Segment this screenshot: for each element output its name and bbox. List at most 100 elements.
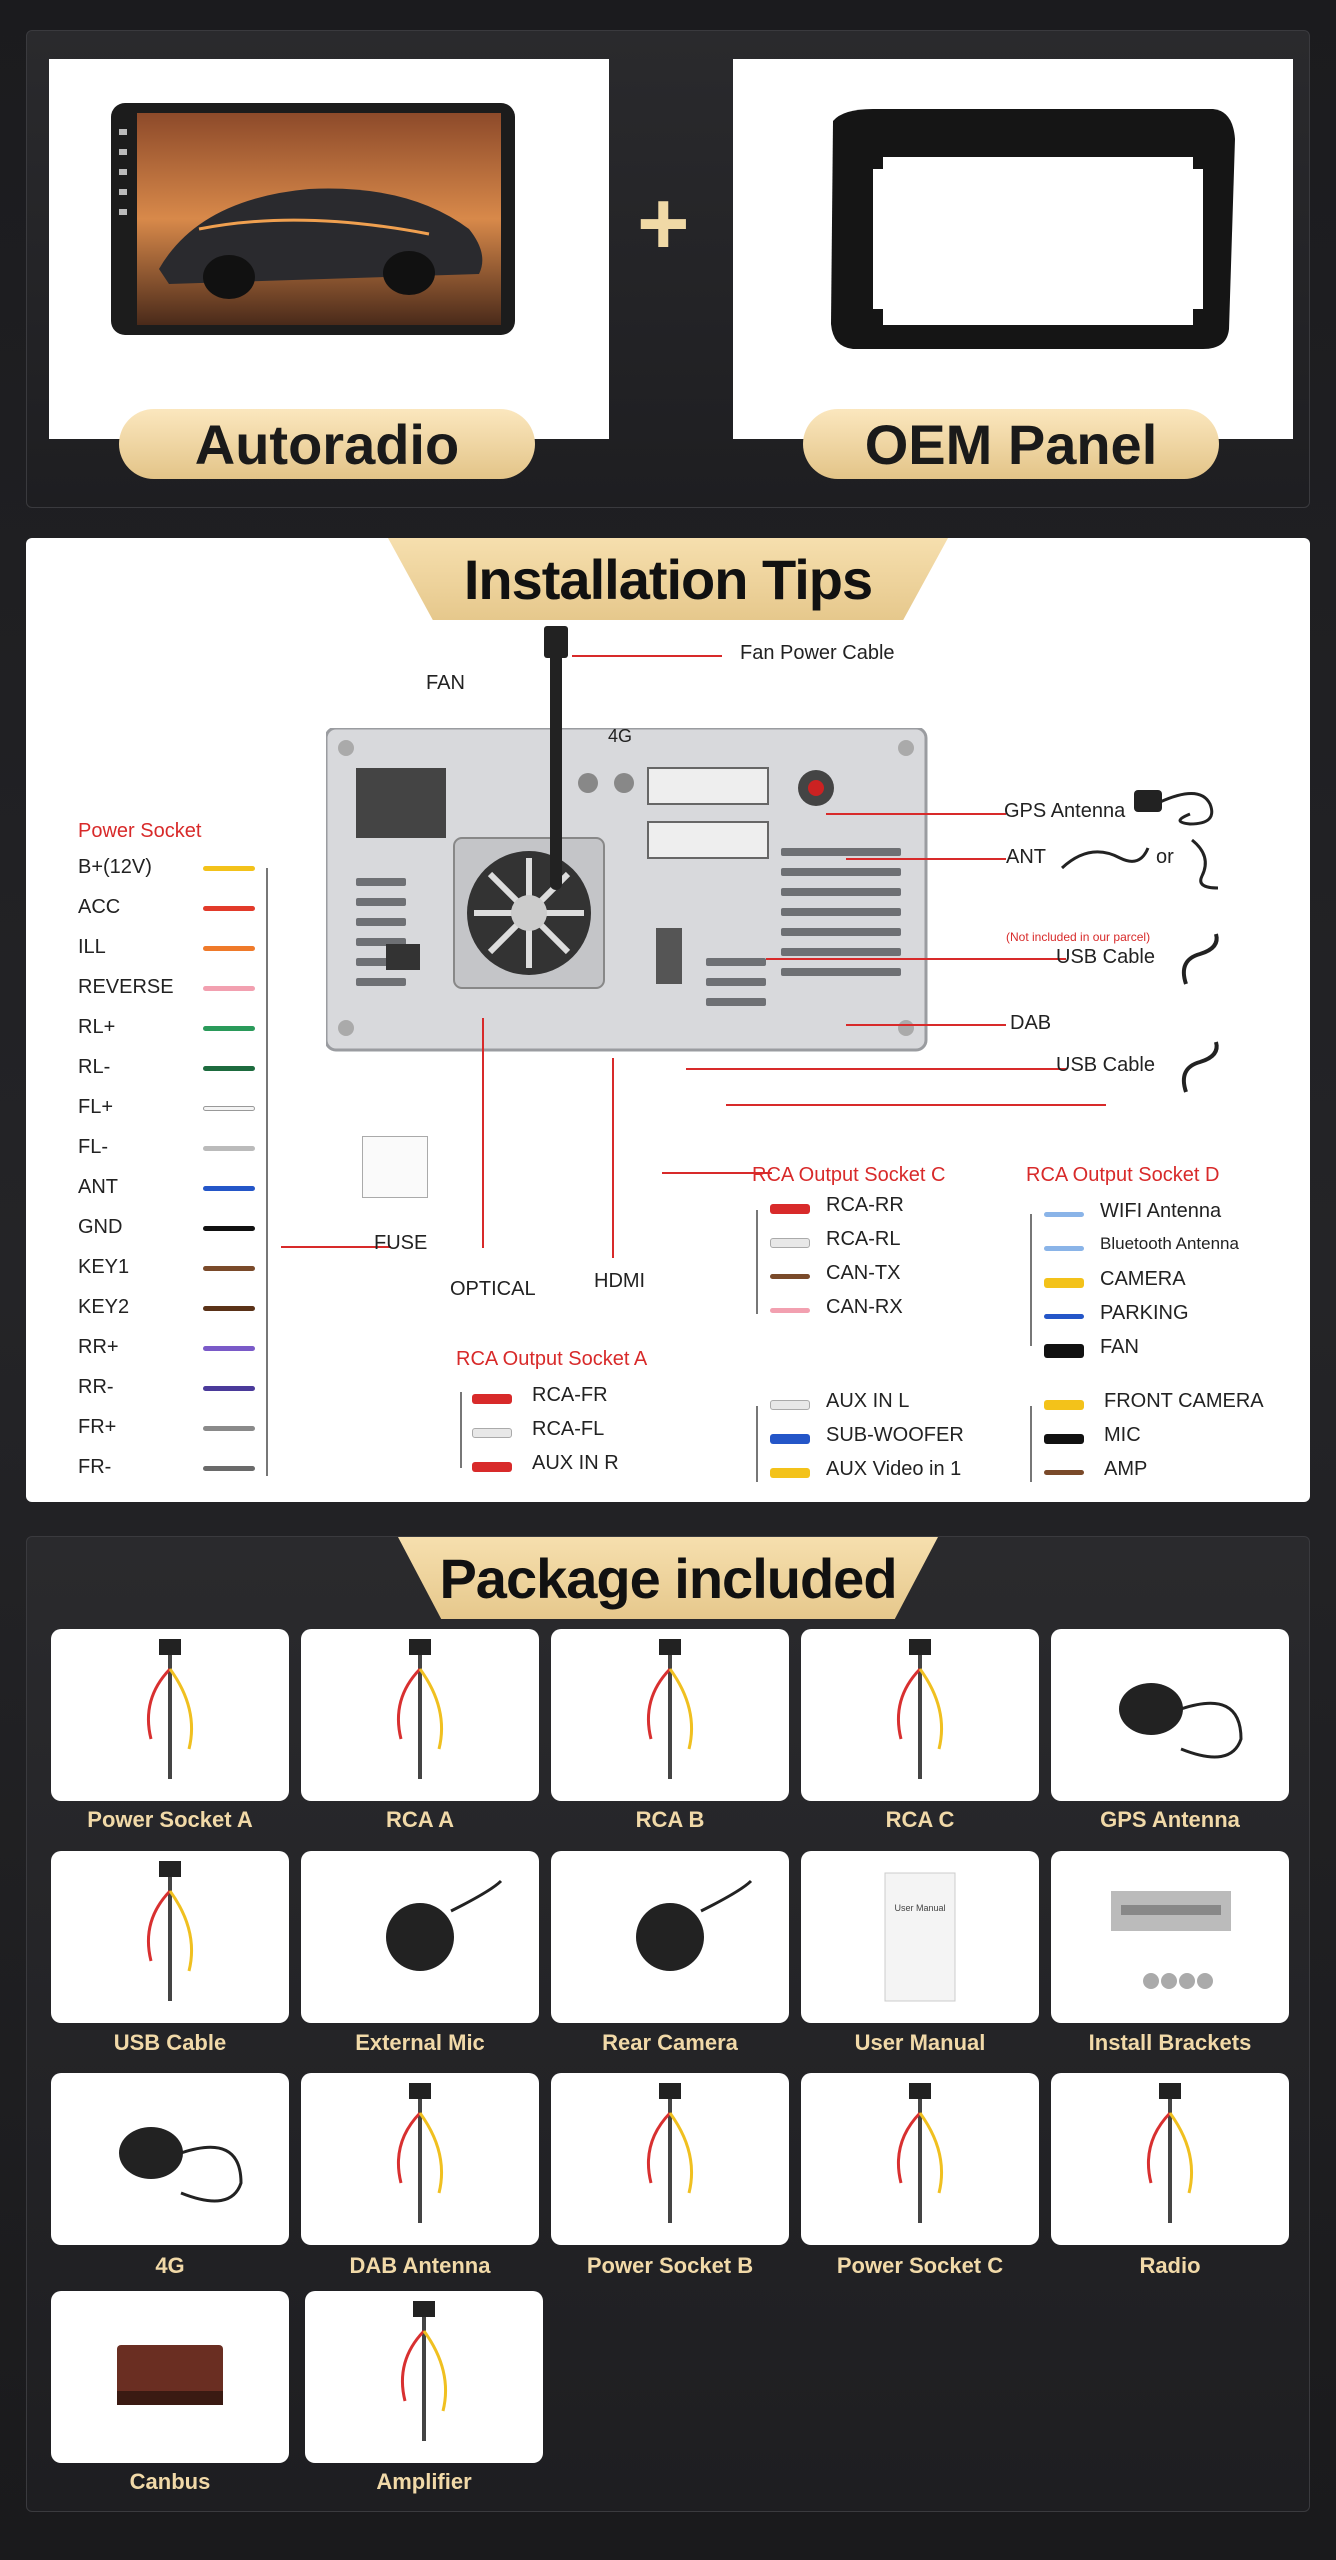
package-item-label: External Mic	[355, 2030, 485, 2055]
package-item-label: Power Socket B	[586, 2253, 754, 2278]
rca-c-title: RCA Output Socket C	[752, 1164, 946, 1186]
package-card: Package included Power Socket A RCA A RCA …	[26, 1536, 1310, 2512]
package-item-label: USB Cable	[113, 2030, 227, 2055]
leader-usb1	[766, 958, 1066, 960]
usb-cable-icon-2	[1181, 1041, 1219, 1093]
oem-panel-label: OEM Panel	[803, 409, 1219, 479]
package-item-image	[551, 1851, 789, 2023]
package-item-label: RCA A	[385, 1807, 455, 1832]
svg-text:User Manual: User Manual	[894, 1903, 945, 1913]
package-item-label: 4G	[155, 2253, 185, 2278]
package-item-icon	[896, 1639, 943, 1779]
power-pin-row: GND	[78, 1216, 268, 1240]
leader-hdmi	[612, 1058, 614, 1258]
dab-label: DAB	[1010, 1012, 1052, 1034]
rca-c-bracket	[756, 1210, 758, 1314]
leader-optical	[482, 1018, 484, 1248]
or-label: or	[1156, 846, 1174, 868]
package-item-label: User Manual	[854, 2030, 986, 2055]
power-pin-row: RL-	[78, 1056, 268, 1080]
power-pin-row: ILL	[78, 936, 268, 960]
package-item-icon	[1119, 1683, 1243, 1759]
package-item-icon	[400, 2301, 447, 2441]
package-item-image	[551, 1629, 789, 1801]
leader-gps	[826, 813, 1006, 815]
package-item-image	[305, 2291, 543, 2463]
oem-panel-photo-frame	[733, 59, 1293, 439]
power-pin-row: ACC	[78, 896, 268, 920]
package-item-icon	[636, 1879, 753, 1971]
fan-cable-icon	[550, 630, 562, 890]
usb-cable-label-2: USB Cable	[1056, 1054, 1155, 1076]
package-item-icon	[386, 1879, 503, 1971]
power-pin-row: KEY1	[78, 1256, 268, 1280]
package-item-image: User Manual	[801, 1851, 1039, 2023]
rca-d-title: RCA Output Socket D	[1026, 1164, 1220, 1186]
package-item-label: RCA C	[885, 1807, 955, 1832]
autoradio-label: Autoradio	[119, 409, 535, 479]
package-item-image	[801, 2073, 1039, 2245]
4g-label: 4G	[608, 726, 633, 746]
power-pin-row: RR+	[78, 1336, 268, 1360]
power-pin-row: KEY2	[78, 1296, 268, 1320]
ant-adapter-icon	[1191, 838, 1219, 890]
leader-fan-power	[572, 655, 722, 657]
leader-fuse	[281, 1246, 391, 1248]
package-title: Package included	[398, 1537, 938, 1619]
leader-ant	[846, 858, 1006, 860]
package-item-label: DAB Antenna	[349, 2253, 491, 2278]
package-item-icon	[396, 2083, 443, 2223]
package-item-image	[301, 2073, 539, 2245]
usb-cable-label-1: USB Cable	[1056, 946, 1155, 968]
power-pin-row: RL+	[78, 1016, 268, 1040]
leader-usb2	[686, 1068, 1066, 1070]
package-item-image	[301, 1629, 539, 1801]
package-item-label: Radio	[1139, 2253, 1201, 2278]
installation-title: Installation Tips	[388, 538, 948, 620]
package-item-icon	[146, 1639, 193, 1779]
package-item-image	[551, 2073, 789, 2245]
oem-panel-image	[831, 109, 1235, 349]
fan-label: FAN	[426, 672, 465, 694]
power-socket-title: Power Socket	[78, 820, 202, 842]
ant-label: ANT	[1006, 846, 1046, 868]
leader-rca-d	[726, 1104, 1106, 1106]
package-item-label: RCA B	[635, 1807, 705, 1832]
optical-label: OPTICAL	[450, 1278, 536, 1300]
fuse-box-icon	[362, 1136, 428, 1198]
rca-a-title: RCA Output Socket A	[456, 1348, 648, 1370]
package-item-label: Power Socket A	[87, 1807, 253, 1832]
gps-antenna-icon	[1134, 790, 1214, 826]
rca-d-bracket	[1030, 1214, 1032, 1346]
package-item-label: Canbus	[129, 2469, 211, 2494]
package-item-image	[51, 2291, 289, 2463]
package-item-label: Amplifier	[376, 2469, 472, 2494]
front-bracket	[1030, 1406, 1032, 1482]
power-pin-row: FL-	[78, 1136, 268, 1160]
power-pin-row: RR-	[78, 1376, 268, 1400]
hdmi-label: HDMI	[594, 1270, 646, 1292]
usb-cable-icon-1	[1181, 933, 1219, 985]
leader-dab	[846, 1024, 1006, 1026]
installation-card: Installation Tips	[26, 538, 1310, 1502]
package-item-image	[1051, 2073, 1289, 2245]
package-item-icon	[646, 1639, 693, 1779]
package-item-image	[1051, 1851, 1289, 2023]
package-item-label: GPS Antenna	[1100, 1807, 1240, 1832]
package-item-image	[51, 1851, 289, 2023]
product-card: + Autoradio OEM Panel	[26, 30, 1310, 508]
head-unit-rear-image	[326, 728, 928, 1052]
package-item-label: Rear Camera	[602, 2030, 738, 2055]
power-pin-row: FL+	[78, 1096, 268, 1120]
fan-plug-icon	[544, 626, 568, 658]
package-item-icon	[896, 2083, 943, 2223]
package-item-image	[801, 1629, 1039, 1801]
leader-rca-c	[662, 1172, 772, 1174]
package-item-icon	[1111, 1891, 1231, 1989]
package-item-icon	[1146, 2083, 1193, 2223]
package-item-image	[51, 2073, 289, 2245]
power-pin-row: FR-	[78, 1456, 268, 1480]
fuse-label: FUSE	[374, 1232, 428, 1254]
package-item-icon	[117, 2345, 223, 2405]
